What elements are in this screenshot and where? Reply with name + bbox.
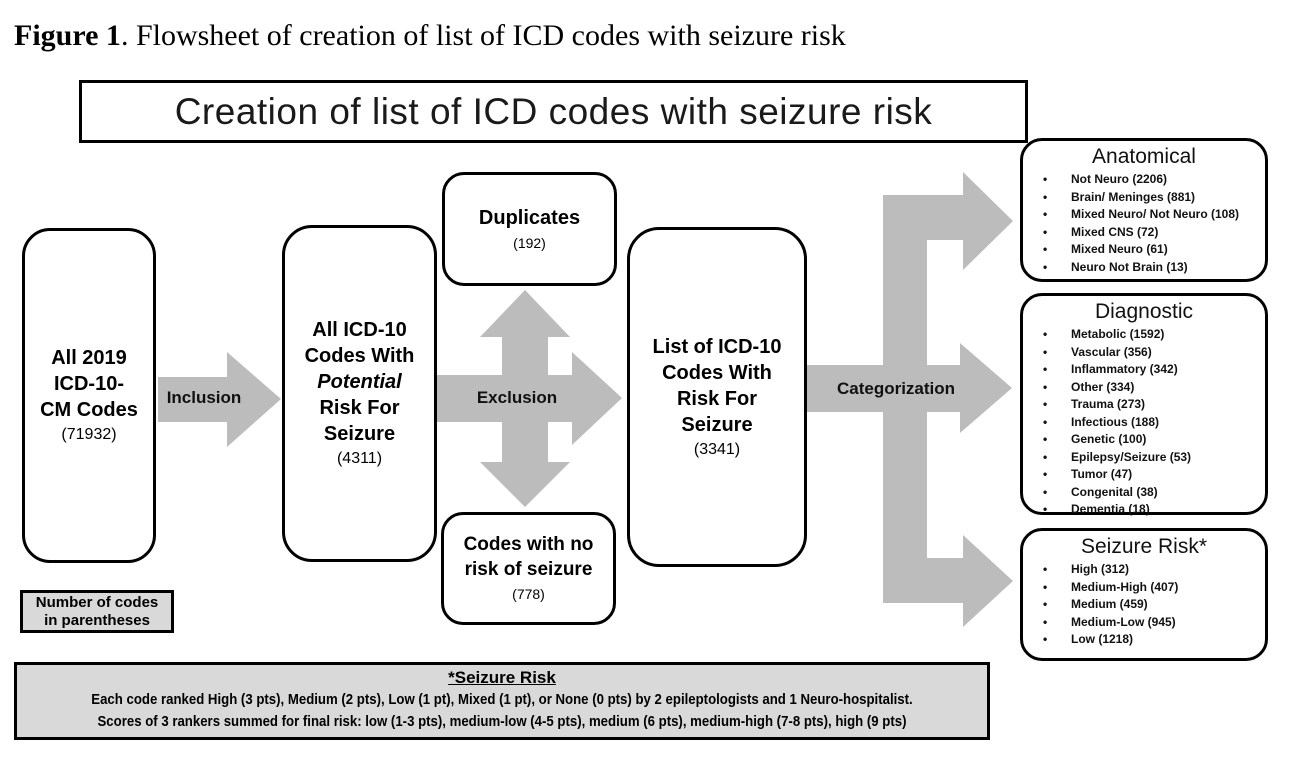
list-line-3: Risk For xyxy=(676,387,758,410)
figure-caption-text: . Flowsheet of creation of list of ICD c… xyxy=(120,19,846,52)
list-line-4: Seizure xyxy=(681,413,753,436)
exclusion-vertical-arrow xyxy=(480,290,570,507)
figure-caption-number: Figure 1 xyxy=(14,19,121,52)
potential-count: (4311) xyxy=(336,450,383,467)
list-item: Dementia (18) xyxy=(1031,501,1257,519)
footnote-title: *Seizure Risk xyxy=(448,668,556,687)
duplicates-box: Duplicates (192) xyxy=(442,172,617,286)
norisk-line-1: Codes with no xyxy=(463,534,594,555)
exclusion-label: Exclusion xyxy=(476,388,558,407)
duplicates-count: (192) xyxy=(513,234,546,251)
diagnostic-list: Metabolic (1592) Vascular (356) Inflamma… xyxy=(1031,326,1257,519)
potential-risk-codes-box: All ICD-10 Codes With Potential Risk For… xyxy=(282,225,437,562)
source-line-2: ICD-10- xyxy=(53,373,124,395)
anatomical-category-box: Anatomical Not Neuro (2206) Brain/ Menin… xyxy=(1020,138,1268,282)
source-line-3: CM Codes xyxy=(40,399,138,421)
anatomical-list: Not Neuro (2206) Brain/ Meninges (881) M… xyxy=(1031,171,1257,276)
source-count: (71932) xyxy=(61,426,117,443)
list-item: Mixed Neuro/ Not Neuro (108) xyxy=(1031,206,1257,224)
categorization-middle-arrow xyxy=(807,343,1012,433)
list-line-1: List of ICD-10 xyxy=(652,335,782,358)
no-risk-codes-box: Codes with no risk of seizure (778) xyxy=(441,512,616,625)
source-line-1: All 2019 xyxy=(51,347,127,369)
list-item: Congenital (38) xyxy=(1031,484,1257,502)
seizure-risk-footnote-box: *Seizure Risk Each code ranked High (3 p… xyxy=(14,662,990,740)
list-item: Genetic (100) xyxy=(1031,431,1257,449)
list-item: Brain/ Meninges (881) xyxy=(1031,189,1257,207)
list-item: Medium-High (407) xyxy=(1031,579,1257,597)
list-item: Medium-Low (945) xyxy=(1031,614,1257,632)
list-item: Neuro Not Brain (13) xyxy=(1031,259,1257,277)
list-item: Not Neuro (2206) xyxy=(1031,171,1257,189)
potential-line-2: Codes With xyxy=(304,345,415,367)
legend-line-1: Number of codes xyxy=(35,593,159,611)
diagnostic-title: Diagnostic xyxy=(1094,300,1194,323)
list-item: Inflammatory (342) xyxy=(1031,361,1257,379)
list-line-2: Codes With xyxy=(662,361,772,384)
list-item: Metabolic (1592) xyxy=(1031,326,1257,344)
potential-line-italic: Potential xyxy=(317,371,402,393)
list-item: Epilepsy/Seizure (53) xyxy=(1031,449,1257,467)
list-item: Low (1218) xyxy=(1031,631,1257,649)
banner-title-text: Creation of list of ICD codes with seizu… xyxy=(174,90,933,132)
seizure-risk-category-box: Seizure Risk* High (312) Medium-High (40… xyxy=(1020,528,1268,661)
categorization-label: Categorization xyxy=(836,379,956,398)
footnote-line-1: Each code ranked High (3 pts), Medium (2… xyxy=(91,691,913,708)
seizure-risk-title: Seizure Risk* xyxy=(1080,535,1208,558)
list-item: Vascular (356) xyxy=(1031,344,1257,362)
list-item: Medium (459) xyxy=(1031,596,1257,614)
list-item: Mixed CNS (72) xyxy=(1031,224,1257,242)
list-item: Infectious (188) xyxy=(1031,414,1257,432)
footnote-line-2: Scores of 3 rankers summed for final ris… xyxy=(97,713,907,730)
categorization-bottom-arrow xyxy=(883,535,1013,627)
anatomical-title: Anatomical xyxy=(1092,145,1196,168)
list-item: Other (334) xyxy=(1031,379,1257,397)
duplicates-title: Duplicates xyxy=(478,206,581,229)
legend-box: Number of codes in parentheses xyxy=(20,590,174,633)
list-item: Tumor (47) xyxy=(1031,466,1257,484)
diagnostic-category-box: Diagnostic Metabolic (1592) Vascular (35… xyxy=(1020,293,1268,518)
inclusion-arrow xyxy=(158,352,281,447)
all-2019-icd10cm-codes-box: All 2019 ICD-10- CM Codes (71932) xyxy=(22,228,156,563)
final-list-codes-box: List of ICD-10 Codes With Risk For Seizu… xyxy=(627,227,807,567)
norisk-count: (778) xyxy=(512,586,545,602)
figure-caption: Figure 1. Flowsheet of creation of list … xyxy=(14,18,1284,54)
categorization-top-arrow xyxy=(883,172,1013,270)
list-item: High (312) xyxy=(1031,561,1257,579)
list-item: Trauma (273) xyxy=(1031,396,1257,414)
potential-line-1: All ICD-10 xyxy=(312,319,407,341)
seizure-risk-list: High (312) Medium-High (407) Medium (459… xyxy=(1031,561,1257,649)
list-count: (3341) xyxy=(693,440,741,458)
norisk-line-2: risk of seizure xyxy=(464,559,593,580)
legend-line-2: in parentheses xyxy=(44,611,150,629)
potential-line-4: Risk For xyxy=(319,397,400,419)
potential-line-5: Seizure xyxy=(323,423,396,445)
list-item: Mixed Neuro (61) xyxy=(1031,241,1257,259)
banner-title-box: Creation of list of ICD codes with seizu… xyxy=(79,80,1028,143)
inclusion-label: Inclusion xyxy=(166,388,242,407)
